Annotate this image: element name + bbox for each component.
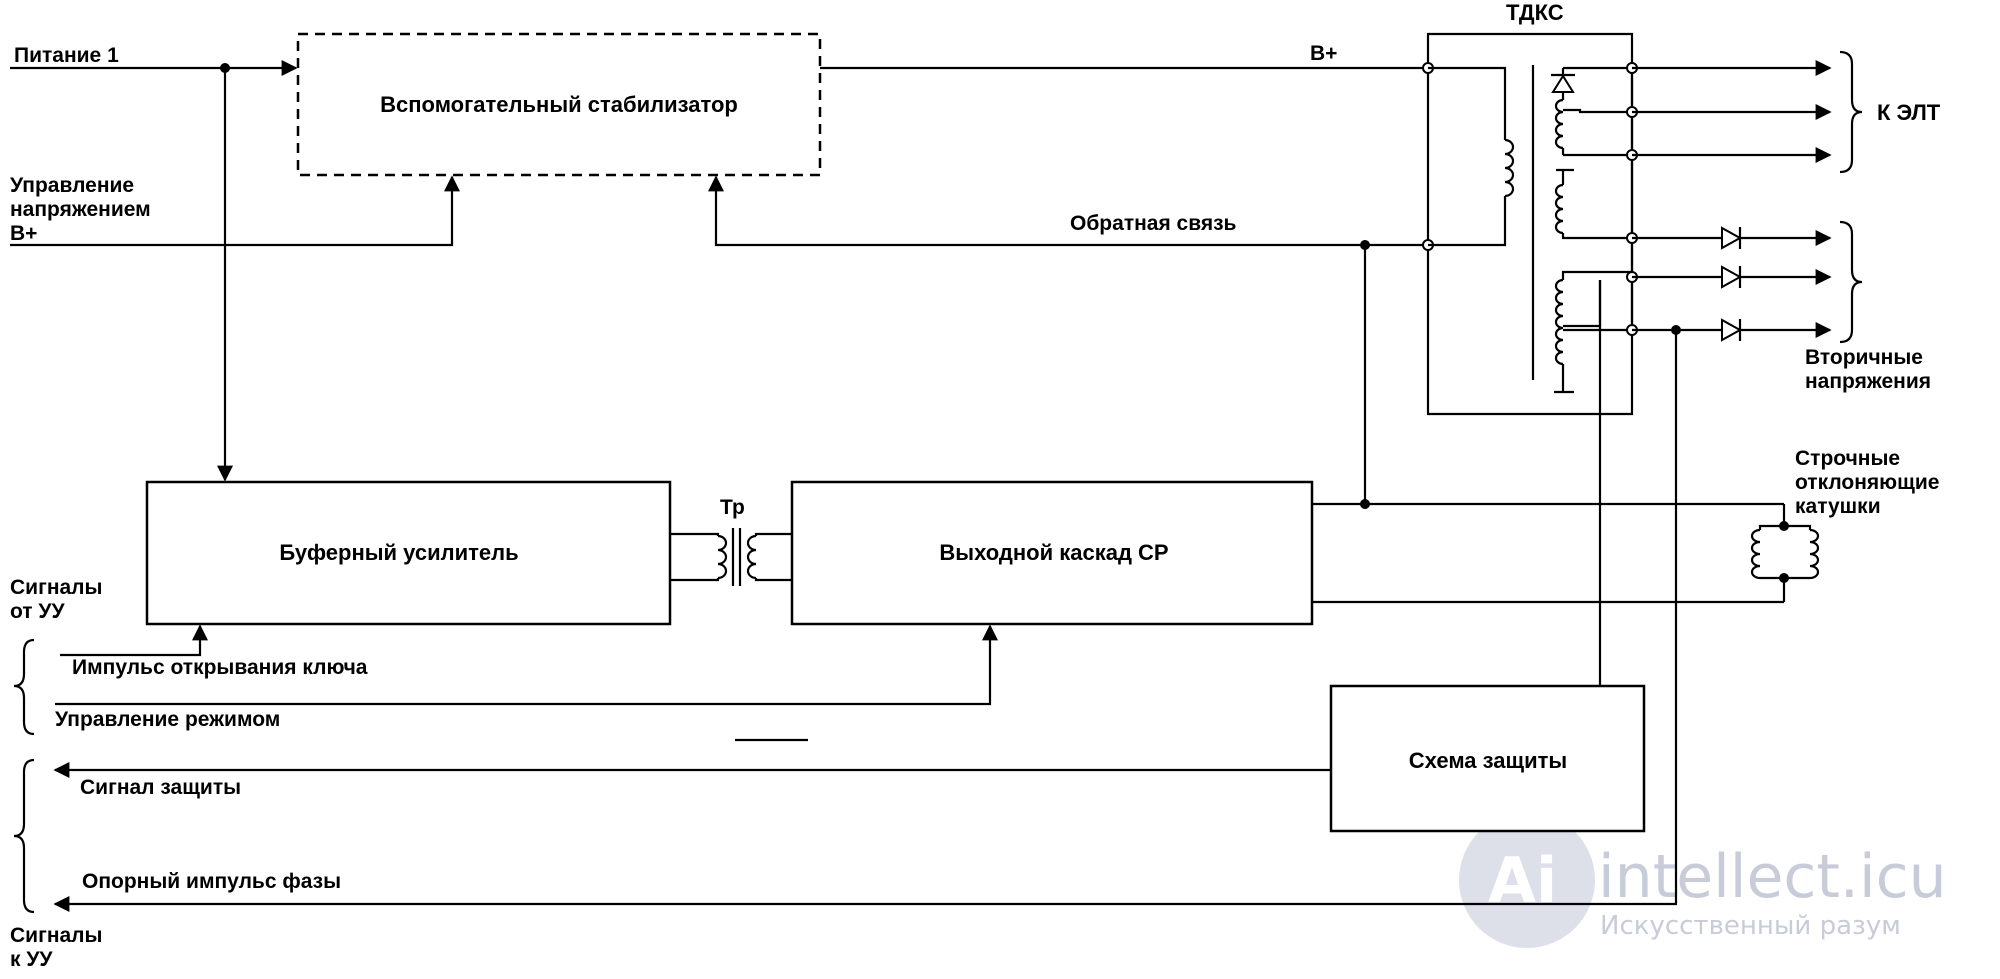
output-stage-block	[790, 480, 1314, 626]
tdks-primary-return	[1428, 196, 1507, 247]
tdks-primary-wire	[1428, 66, 1507, 140]
tr-secondary-coil-icon	[746, 534, 757, 580]
watermark-glyph: Ai	[1488, 844, 1557, 917]
crt-brace	[1839, 50, 1863, 174]
deflection-label-1: Строчные	[1795, 447, 1900, 470]
sec2-coil-icon	[1554, 278, 1564, 366]
secondary-diode-1	[1721, 226, 1743, 250]
secondary-diode-2	[1721, 265, 1743, 289]
deflection-coils	[1750, 504, 1820, 602]
buffer-amp-block	[145, 480, 672, 626]
secondary-label-2: напряжения	[1805, 370, 1931, 393]
protection-block	[1329, 684, 1646, 833]
diode-2-icon	[1721, 265, 1743, 289]
watermark: Ai intellect.icu Искусственный разум	[1459, 812, 1947, 948]
voltage-control-line	[10, 175, 460, 247]
primary-coil-icon	[1504, 138, 1515, 198]
secondary-label-1: Вторичные	[1805, 346, 1923, 369]
signals-from-brace	[13, 638, 35, 736]
mode-control-line	[55, 624, 998, 706]
signals-from-label-2: от УУ	[10, 600, 65, 623]
hv-mid-tap	[1563, 108, 1632, 114]
sec2-top	[1561, 270, 1632, 280]
tr-primary-coil-icon	[717, 534, 728, 580]
signals-to-brace	[13, 758, 35, 914]
stabilizer-label: Вспомогательный стабилизатор	[380, 92, 738, 117]
deflection-label-3: катушки	[1795, 495, 1881, 518]
watermark-logo-text: intellect.icu	[1598, 842, 1947, 912]
phase-pulse-label: Опорный импульс фазы	[82, 870, 341, 893]
deflection-coil-right-icon	[1809, 528, 1820, 580]
sec1-out	[1561, 233, 1632, 240]
key-pulse-label: Импульс открывания ключа	[72, 656, 368, 679]
deflection-label-2: отклоняющие	[1795, 471, 1939, 494]
voltage-control-label-2: напряжением	[10, 198, 151, 221]
tdks-frame	[1426, 32, 1634, 416]
tr-secondary-wire-top	[754, 532, 792, 536]
power1-label: Питание 1	[14, 44, 119, 67]
coil-left-wire	[1758, 524, 1784, 530]
watermark-logo-circle	[1459, 812, 1595, 948]
to-crt-label: К ЭЛТ	[1877, 100, 1941, 125]
hv-coil-icon	[1554, 98, 1564, 150]
deflection-coil-left-icon	[1750, 528, 1761, 580]
secondary-brace	[1839, 220, 1863, 344]
stabilizer-block	[296, 32, 822, 177]
diode-1-icon	[1721, 226, 1743, 250]
feedback-label: Обратная связь	[1070, 212, 1237, 235]
phase-pulse-line	[53, 330, 1678, 912]
tdks-label: ТДКС	[1506, 0, 1564, 25]
voltage-control-label-3: В+	[10, 222, 37, 245]
tr-secondary-wire-bottom	[754, 578, 792, 582]
tr-primary-wire-top	[670, 532, 720, 536]
watermark-tagline: Искусственный разум	[1600, 911, 1901, 941]
signals-to-label-1: Сигналы	[10, 924, 102, 947]
signals-from-label-1: Сигналы	[10, 576, 102, 599]
output-stage-label: Выходной каскад СР	[939, 540, 1168, 565]
hv-diode-icon	[1551, 74, 1575, 93]
coil-right-wire	[1784, 524, 1812, 530]
voltage-control-label-1: Управление	[10, 174, 134, 197]
buffer-amp-label: Буферный усилитель	[279, 540, 518, 565]
signals-to-label-2: к УУ	[10, 948, 53, 971]
sec2-tap	[1563, 280, 1602, 328]
interstage-transformer: Тр	[670, 496, 792, 586]
b-plus-label: В+	[1310, 42, 1337, 65]
secondary-diode-3	[1721, 318, 1743, 342]
sec1-coil-icon	[1554, 183, 1564, 235]
feedback-line	[708, 175, 1428, 247]
protection-signal-label: Сигнал защиты	[80, 776, 241, 799]
transformer-label: Тр	[720, 496, 745, 519]
tdks-transformer: ТДКС	[1422, 0, 1638, 416]
protection-label: Схема защиты	[1409, 748, 1567, 773]
key-pulse-line	[60, 624, 208, 657]
tr-primary-wire-bottom	[670, 578, 720, 582]
diode-3-icon	[1721, 318, 1743, 342]
mode-control-label: Управление режимом	[55, 708, 280, 731]
